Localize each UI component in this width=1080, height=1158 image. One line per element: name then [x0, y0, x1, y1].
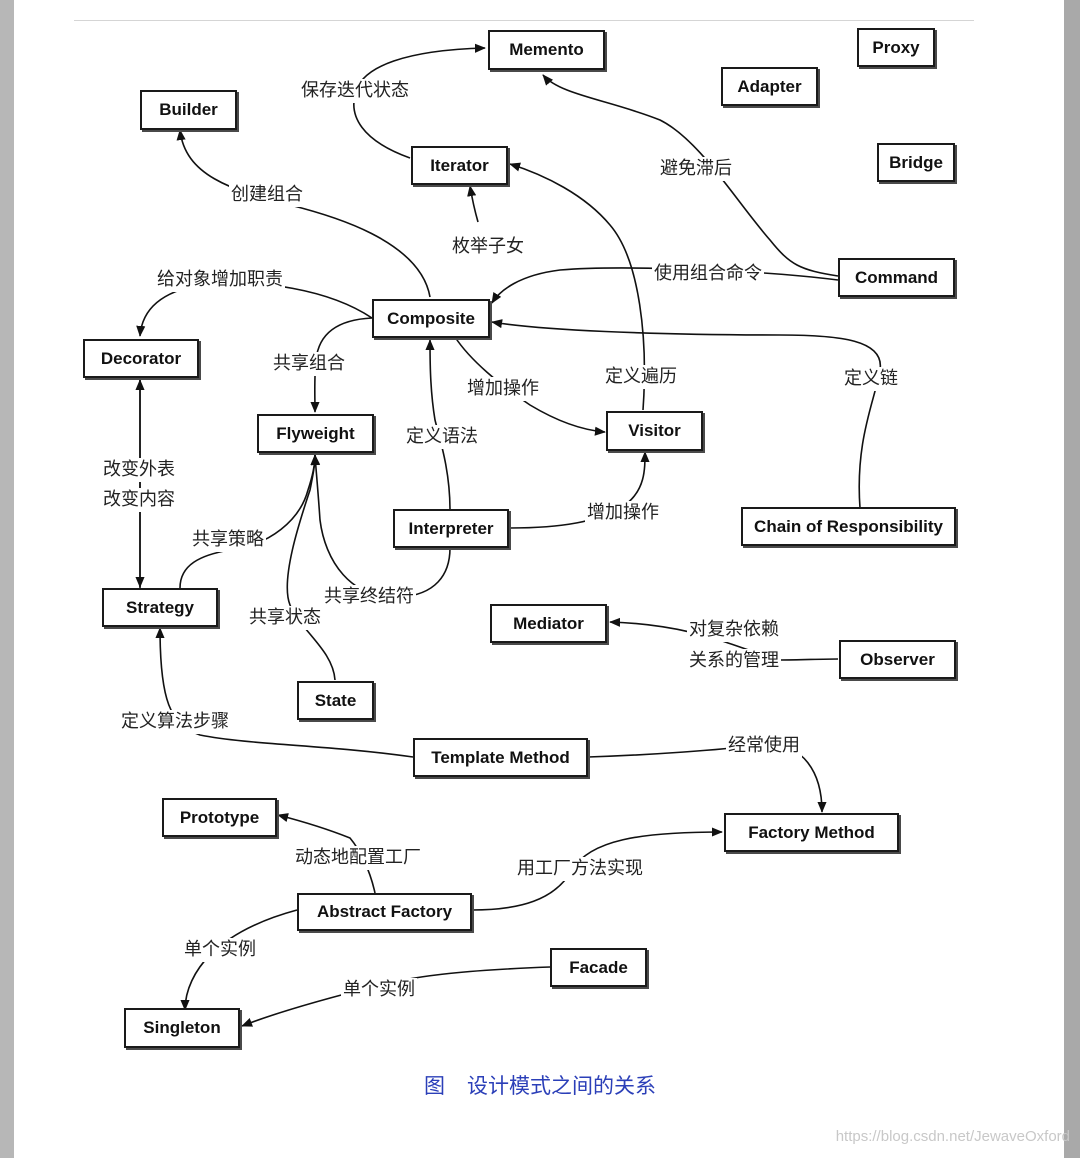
label-share-strategy: 共享策略	[190, 528, 266, 552]
label-add-operation-2: 增加操作	[585, 501, 661, 525]
edge-composite-visitor	[454, 336, 606, 436]
node-memento[interactable]: Memento	[488, 30, 605, 70]
top-divider	[74, 20, 974, 21]
edge-interpreter-composite	[425, 339, 451, 511]
caption-figure-label: 图	[424, 1074, 445, 1098]
edge-state-flyweight	[286, 454, 336, 681]
node-singleton[interactable]: Singleton	[124, 1008, 240, 1048]
node-composite[interactable]: Composite	[372, 299, 490, 338]
node-decorator[interactable]: Decorator	[83, 339, 199, 378]
label-share-composite: 共享组合	[271, 352, 347, 376]
label-manage-dependencies-1: 对复杂依赖	[687, 618, 781, 642]
edge-strategy-flyweight	[179, 454, 320, 589]
node-state[interactable]: State	[297, 681, 374, 720]
label-dynamic-configure-factory: 动态地配置工厂	[293, 846, 423, 870]
node-builder[interactable]: Builder	[140, 90, 237, 130]
node-command[interactable]: Command	[838, 258, 955, 297]
edge-abstract-prototype	[277, 813, 376, 894]
figure-caption: 图设计模式之间的关系	[0, 1070, 1080, 1100]
node-chain-of-responsibility[interactable]: Chain of Responsibility	[741, 507, 956, 546]
node-prototype[interactable]: Prototype	[162, 798, 277, 837]
edge-visitor-iterator	[509, 162, 646, 411]
label-create-composite: 创建组合	[229, 183, 305, 207]
label-add-responsibility: 给对象增加职责	[155, 268, 285, 292]
edge-iterator-memento	[353, 43, 486, 159]
label-use-composite-command: 使用组合命令	[652, 262, 764, 286]
label-often-uses: 经常使用	[726, 734, 802, 758]
label-change-skin: 改变外表	[101, 458, 177, 482]
node-strategy[interactable]: Strategy	[102, 588, 218, 627]
label-save-iteration-state: 保存迭代状态	[299, 79, 411, 103]
node-observer[interactable]: Observer	[839, 640, 956, 679]
node-factory-method[interactable]: Factory Method	[724, 813, 899, 852]
node-abstract-factory[interactable]: Abstract Factory	[297, 893, 472, 931]
label-single-instance-1: 单个实例	[182, 938, 258, 962]
node-template-method[interactable]: Template Method	[413, 738, 588, 777]
label-add-operation-1: 增加操作	[465, 377, 541, 401]
node-facade[interactable]: Facade	[550, 948, 647, 987]
node-proxy[interactable]: Proxy	[857, 28, 935, 67]
caption-title: 设计模式之间的关系	[467, 1074, 656, 1098]
edge-command-composite	[491, 267, 839, 304]
label-share-terminal: 共享终结符	[322, 585, 416, 609]
label-avoid-lag: 避免滞后	[658, 157, 734, 181]
label-share-state: 共享状态	[247, 606, 323, 630]
watermark: https://blog.csdn.net/JewaveOxford	[835, 1128, 1070, 1145]
label-define-traversal: 定义遍历	[603, 365, 679, 389]
label-define-algorithm-steps: 定义算法步骤	[119, 710, 231, 734]
label-manage-dependencies-2: 关系的管理	[687, 649, 781, 673]
label-define-chain: 定义链	[842, 367, 900, 391]
label-enumerate-children: 枚举子女	[450, 235, 526, 259]
scrollbar-track[interactable]	[1064, 0, 1080, 1158]
node-flyweight[interactable]: Flyweight	[257, 414, 374, 453]
edge-template-strategy	[155, 627, 414, 758]
node-iterator[interactable]: Iterator	[411, 146, 508, 185]
node-adapter[interactable]: Adapter	[721, 67, 818, 106]
node-bridge[interactable]: Bridge	[877, 143, 955, 182]
label-define-grammar: 定义语法	[404, 425, 480, 449]
node-interpreter[interactable]: Interpreter	[393, 509, 509, 548]
page-sheet	[14, 0, 1064, 1158]
node-mediator[interactable]: Mediator	[490, 604, 607, 643]
label-single-instance-2: 单个实例	[341, 978, 417, 1002]
edge-chain-composite	[491, 319, 882, 509]
node-visitor[interactable]: Visitor	[606, 411, 703, 451]
label-implement-with-factory-method: 用工厂方法实现	[515, 857, 645, 881]
edge-composite-iterator	[467, 185, 479, 223]
label-change-guts: 改变内容	[101, 488, 177, 512]
edge-interpreter-flyweight	[311, 454, 451, 598]
